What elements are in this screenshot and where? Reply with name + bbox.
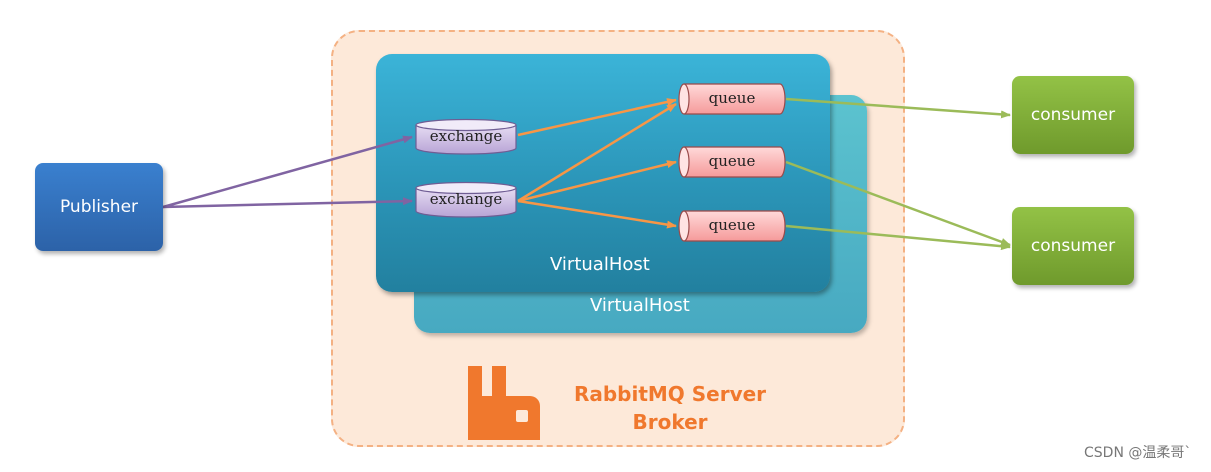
- queue-cylinder-1: queue: [678, 82, 786, 116]
- consumer-label: consumer: [1030, 236, 1116, 256]
- link-queue-3-consumer-2: [785, 224, 1011, 251]
- queue-cylinder-3: queue: [678, 209, 786, 243]
- virtual-host-front-label: VirtualHost: [550, 254, 650, 275]
- queue-label: queue: [708, 152, 756, 170]
- exchange-label: exchange: [429, 190, 503, 208]
- exchange-label: exchange: [429, 127, 503, 145]
- queue-cylinder-icon: [678, 146, 786, 178]
- exchange-cylinder-icon: [415, 181, 517, 218]
- broker-title-line-1: RabbitMQ Server: [573, 382, 767, 406]
- link-exchange-2-queue-3: [517, 199, 677, 229]
- link-queue-1-consumer-1: [785, 97, 1011, 119]
- watermark: CSDN @温柔哥`: [1084, 445, 1192, 461]
- exchange-cylinder-2: exchange: [414, 181, 518, 219]
- queue-cylinder-2: queue: [678, 145, 786, 179]
- link-publisher-exchange-2: [162, 197, 413, 209]
- exchange-cylinder-1: exchange: [414, 118, 518, 156]
- broker-title-line-2: Broker: [632, 410, 708, 434]
- rabbitmq-logo-icon: [468, 366, 540, 440]
- link-exchange-1-queue-1: [517, 98, 677, 137]
- queue-cylinder-icon: [678, 210, 786, 242]
- link-exchange-2-queue-1: [517, 102, 677, 203]
- exchange-cylinder-icon: [415, 118, 517, 155]
- virtual-host-back-label: VirtualHost: [590, 295, 690, 316]
- broker-title: RabbitMQ Server Broker: [560, 380, 780, 436]
- consumer-box-1: consumer: [1012, 76, 1134, 154]
- queue-label: queue: [708, 216, 756, 234]
- link-queue-2-consumer-2: [785, 160, 1011, 247]
- link-publisher-exchange-1: [162, 135, 413, 209]
- consumer-label: consumer: [1030, 105, 1116, 125]
- publisher-label: Publisher: [59, 197, 139, 217]
- publisher-box: Publisher: [35, 163, 163, 251]
- consumer-box-2: consumer: [1012, 207, 1134, 285]
- queue-label: queue: [708, 89, 756, 107]
- queue-cylinder-icon: [678, 83, 786, 115]
- link-exchange-2-queue-2: [517, 160, 677, 203]
